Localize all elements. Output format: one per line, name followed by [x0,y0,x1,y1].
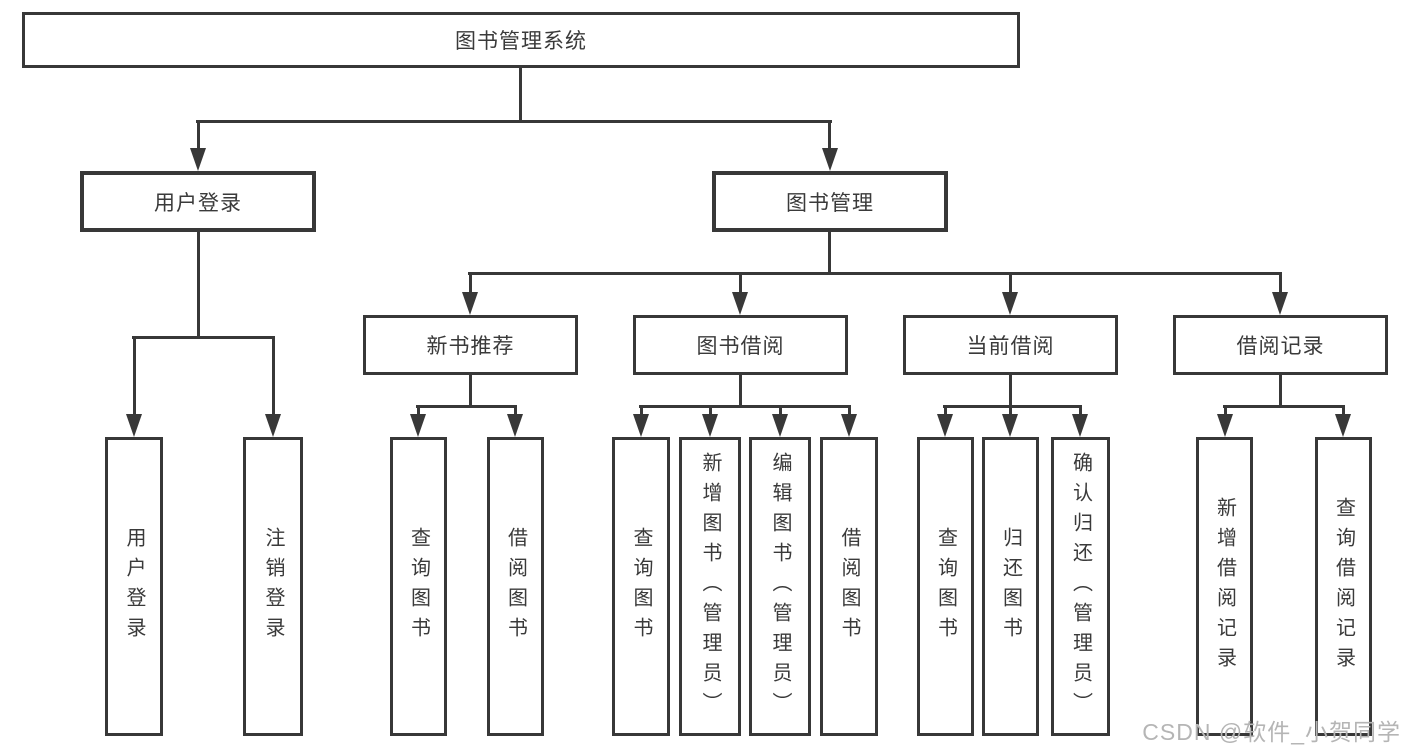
arrow-down-icon [265,414,281,437]
node-user-login: 用户登录 [80,171,316,232]
leaf-edit-books-admin: 编辑图书（管理员） [749,437,811,736]
connector-to-leaf [1009,405,1012,416]
connector-to-leaf [514,405,517,416]
arrow-down-icon [702,414,718,437]
node-borrow-records-label: 借阅记录 [1236,335,1325,358]
node-library-management-system: 图书管理系统 [22,12,1020,68]
arrow-down-icon [937,414,953,437]
arrow-down-icon [822,148,838,171]
node-current-borrow: 当前借阅 [903,315,1118,375]
connector-to-user-login [197,120,200,150]
leaf-add-books-admin: 新增图书（管理员） [679,437,741,736]
node-book-management-label: 图书管理 [786,191,874,215]
connector-to-leaf [1224,405,1227,416]
arrow-down-icon [507,414,523,437]
connector-to-borrow-records [1279,272,1282,294]
connector-borrow-records-stem [1279,373,1282,405]
connector-book-management-stem [828,230,831,272]
node-current-borrow-label: 当前借阅 [966,335,1055,358]
arrow-down-icon [732,292,748,315]
node-book-borrow: 图书借阅 [633,315,848,375]
connector-to-leaf [1079,405,1082,416]
leaf-query-books-3: 查询图书 [917,437,974,736]
leaf-borrow-books-1: 借阅图书 [487,437,544,736]
leaf-borrow-books-2: 借阅图书 [820,437,878,736]
leaf-query-books-3-label: 查询图书 [934,526,957,647]
arrow-down-icon [410,414,426,437]
leaf-query-books-1: 查询图书 [390,437,447,736]
arrow-down-icon [1072,414,1088,437]
connector-to-leaf [1342,405,1345,416]
leaf-borrow-books-1-label: 借阅图书 [504,526,527,647]
arrow-down-icon [1002,292,1018,315]
connector-root-bar [196,120,832,123]
connector-to-leaf-logout [272,336,275,416]
leaf-query-borrow-record: 查询借阅记录 [1315,437,1372,736]
connector-to-leaf-user-login [133,336,136,416]
arrow-down-icon [462,292,478,315]
connector-new-book-recommend-bar [416,405,517,408]
connector-book-borrow-bar [639,405,851,408]
leaf-add-borrow-record-label: 新增借阅记录 [1213,496,1236,677]
connector-to-leaf [709,405,712,416]
node-user-login-label: 用户登录 [154,191,242,215]
connector-user-login-stem [197,230,200,336]
arrow-down-icon [1335,414,1351,437]
leaf-user-login: 用户登录 [105,437,163,736]
leaf-query-books-2: 查询图书 [612,437,670,736]
connector-new-book-recommend-stem [469,373,472,405]
arrow-down-icon [633,414,649,437]
leaf-query-borrow-record-label: 查询借阅记录 [1332,496,1355,677]
connector-root-stem [519,68,522,122]
connector-to-leaf [640,405,643,416]
node-library-management-system-label: 图书管理系统 [455,30,587,53]
leaf-query-books-2-label: 查询图书 [630,526,652,647]
arrow-down-icon [190,148,206,171]
leaf-add-books-admin-label: 新增图书（管理员） [699,451,721,722]
leaf-confirm-return-admin-label: 确认归还（管理员） [1069,451,1092,722]
connector-borrow-records-bar [1223,405,1345,408]
connector-to-new-book-recommend [469,272,472,294]
node-book-borrow-label: 图书借阅 [696,335,785,358]
connector-to-book-borrow [739,272,742,294]
connector-current-borrow-stem [1009,373,1012,405]
connector-user-login-bar [132,336,275,339]
arrow-down-icon [1217,414,1233,437]
arrow-down-icon [841,414,857,437]
leaf-return-books-label: 归还图书 [999,526,1022,647]
leaf-add-borrow-record: 新增借阅记录 [1196,437,1253,736]
connector-book-management-bar [468,272,1282,275]
csdn-watermark: CSDN @软件_小贺同学 [1142,719,1401,745]
connector-to-leaf [848,405,851,416]
connector-to-leaf [779,405,782,416]
connector-current-borrow-bar [943,405,1082,408]
node-new-book-recommend: 新书推荐 [363,315,578,375]
connector-book-borrow-stem [739,373,742,405]
arrow-down-icon [1272,292,1288,315]
node-book-management: 图书管理 [712,171,948,232]
leaf-borrow-books-2-label: 借阅图书 [838,526,860,647]
connector-to-leaf [944,405,947,416]
arrow-down-icon [126,414,142,437]
connector-to-leaf [417,405,420,416]
arrow-down-icon [1002,414,1018,437]
leaf-edit-books-admin-label: 编辑图书（管理员） [769,451,791,722]
arrow-down-icon [772,414,788,437]
leaf-logout: 注销登录 [243,437,303,736]
leaf-logout-label: 注销登录 [262,526,284,647]
leaf-return-books: 归还图书 [982,437,1039,736]
leaf-confirm-return-admin: 确认归还（管理员） [1051,437,1110,736]
node-borrow-records: 借阅记录 [1173,315,1388,375]
leaf-user-login-label: 用户登录 [123,526,145,647]
node-new-book-recommend-label: 新书推荐 [426,335,515,358]
leaf-query-books-1-label: 查询图书 [407,526,430,647]
connector-to-book-management [828,120,831,150]
connector-to-current-borrow [1009,272,1012,294]
